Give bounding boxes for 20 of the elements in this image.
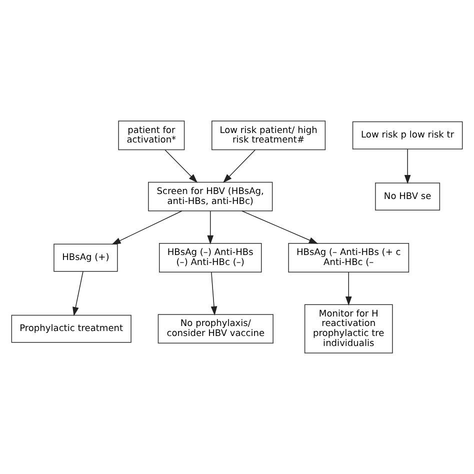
node-box: HBsAg (+) <box>54 244 118 272</box>
arrow <box>210 272 218 316</box>
arrow <box>345 272 352 306</box>
arrow <box>404 148 411 184</box>
node-box: HBsAg (–) Anti-HBs (–) Anti-HBc (–) <box>158 243 262 273</box>
node-box: Screen for HBV (HBsAg, anti-HBs, anti-HBc) <box>148 182 273 212</box>
arrow <box>72 271 84 316</box>
arrow <box>112 210 182 245</box>
arrow <box>242 210 318 244</box>
node-box: Prophylactic treatment <box>11 314 132 343</box>
node-box: Monitor for H reactivation prophylactic tre individualis <box>304 304 393 354</box>
node-box: HBsAg (– Anti-HBs (+ c Anti-HBc (– <box>288 243 410 273</box>
node-box: patient for activation* <box>118 120 185 150</box>
node-box: No prophylaxis/ consider HBV vaccine <box>158 314 274 344</box>
node-box: Low risk patient/ high risk treatment# <box>212 120 326 150</box>
arrow <box>207 210 214 244</box>
arrow <box>164 150 198 183</box>
arrow <box>222 150 256 183</box>
node-box: No HBV se <box>375 182 440 211</box>
node-box: Low risk p low risk tr <box>352 121 463 150</box>
